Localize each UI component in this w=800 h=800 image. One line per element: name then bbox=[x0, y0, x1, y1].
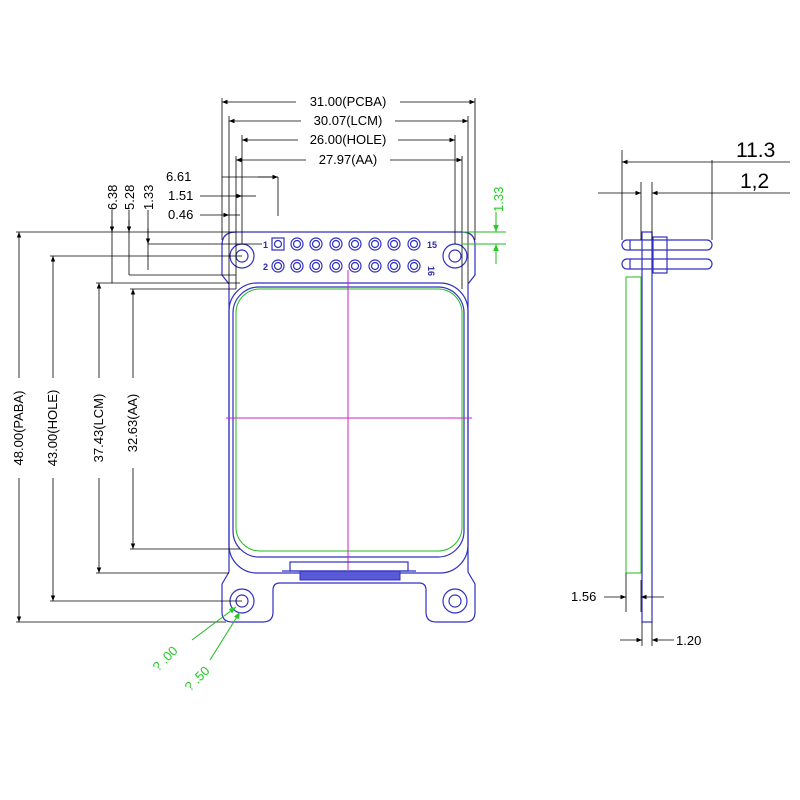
dim-1-56: 1.56 bbox=[571, 589, 596, 604]
side-pin-top bbox=[621, 239, 713, 251]
front-view: 1 2 15 16 31.00(PCBA) 30.07(LCM) bbox=[11, 94, 506, 694]
dim-hole-height: 43.00(HOLE) bbox=[45, 390, 60, 467]
pin-16-label: 16 bbox=[426, 266, 436, 276]
mounting-hole-bottom-right bbox=[442, 588, 468, 614]
fpc-tail bbox=[299, 570, 401, 581]
dim-6-61: 6.61 bbox=[166, 169, 191, 184]
side-pcb bbox=[641, 231, 653, 623]
dim-pcba-width: 31.00(PCBA) bbox=[310, 94, 387, 109]
side-header-block bbox=[652, 236, 668, 274]
hole-dia-1: ? .00 bbox=[150, 643, 181, 674]
dim-1-33-right: 1.33 bbox=[491, 187, 506, 212]
pin-1-label: 1 bbox=[263, 240, 268, 250]
active-area bbox=[235, 288, 463, 552]
dim-aa-height: 32.63(AA) bbox=[125, 394, 140, 453]
dim-11-3: 11.3 bbox=[736, 139, 775, 162]
pin-15-label: 15 bbox=[427, 240, 437, 250]
side-pin-bottom bbox=[621, 258, 713, 270]
side-lcm bbox=[625, 276, 642, 574]
dim-aa-width: 27.97(AA) bbox=[319, 152, 378, 167]
dim-1-2: 1,2 bbox=[740, 170, 769, 193]
horizontal-dimensions: 31.00(PCBA) 30.07(LCM) 26.00(HOLE) 27.97… bbox=[166, 94, 476, 289]
pin-2-label: 2 bbox=[263, 262, 268, 272]
mounting-hole-top-right bbox=[442, 243, 468, 269]
header-pins: 1 2 15 16 bbox=[263, 237, 437, 276]
dim-lcm-width: 30.07(LCM) bbox=[314, 113, 383, 128]
fpc-connector bbox=[289, 561, 409, 572]
dim-lcm-height: 37.43(LCM) bbox=[91, 394, 106, 463]
dim-pcba-height: 48.00(PABA) bbox=[11, 391, 26, 466]
hole-dia-2: ? .50 bbox=[182, 663, 213, 694]
side-view: 11.3 1,2 1.56 1.20 bbox=[571, 139, 790, 648]
dim-1-33-left: 1.33 bbox=[141, 185, 156, 210]
dim-1-20: 1.20 bbox=[676, 633, 701, 648]
green-annotations: 1.33 ? .00 ? .50 bbox=[150, 187, 506, 694]
dim-5-28: 5.28 bbox=[122, 185, 137, 210]
dim-hole-width: 26.00(HOLE) bbox=[310, 132, 387, 147]
dim-1-51: 1.51 bbox=[168, 188, 193, 203]
hole-leader-1 bbox=[191, 606, 237, 641]
pcb-outline bbox=[221, 231, 476, 623]
hole-leader-2 bbox=[209, 611, 241, 661]
vertical-dimensions: 48.00(PABA) 43.00(HOLE) 37.43(LCM) 32.63… bbox=[11, 185, 262, 623]
dim-6-38: 6.38 bbox=[105, 185, 120, 210]
dim-0-46: 0.46 bbox=[168, 207, 193, 222]
